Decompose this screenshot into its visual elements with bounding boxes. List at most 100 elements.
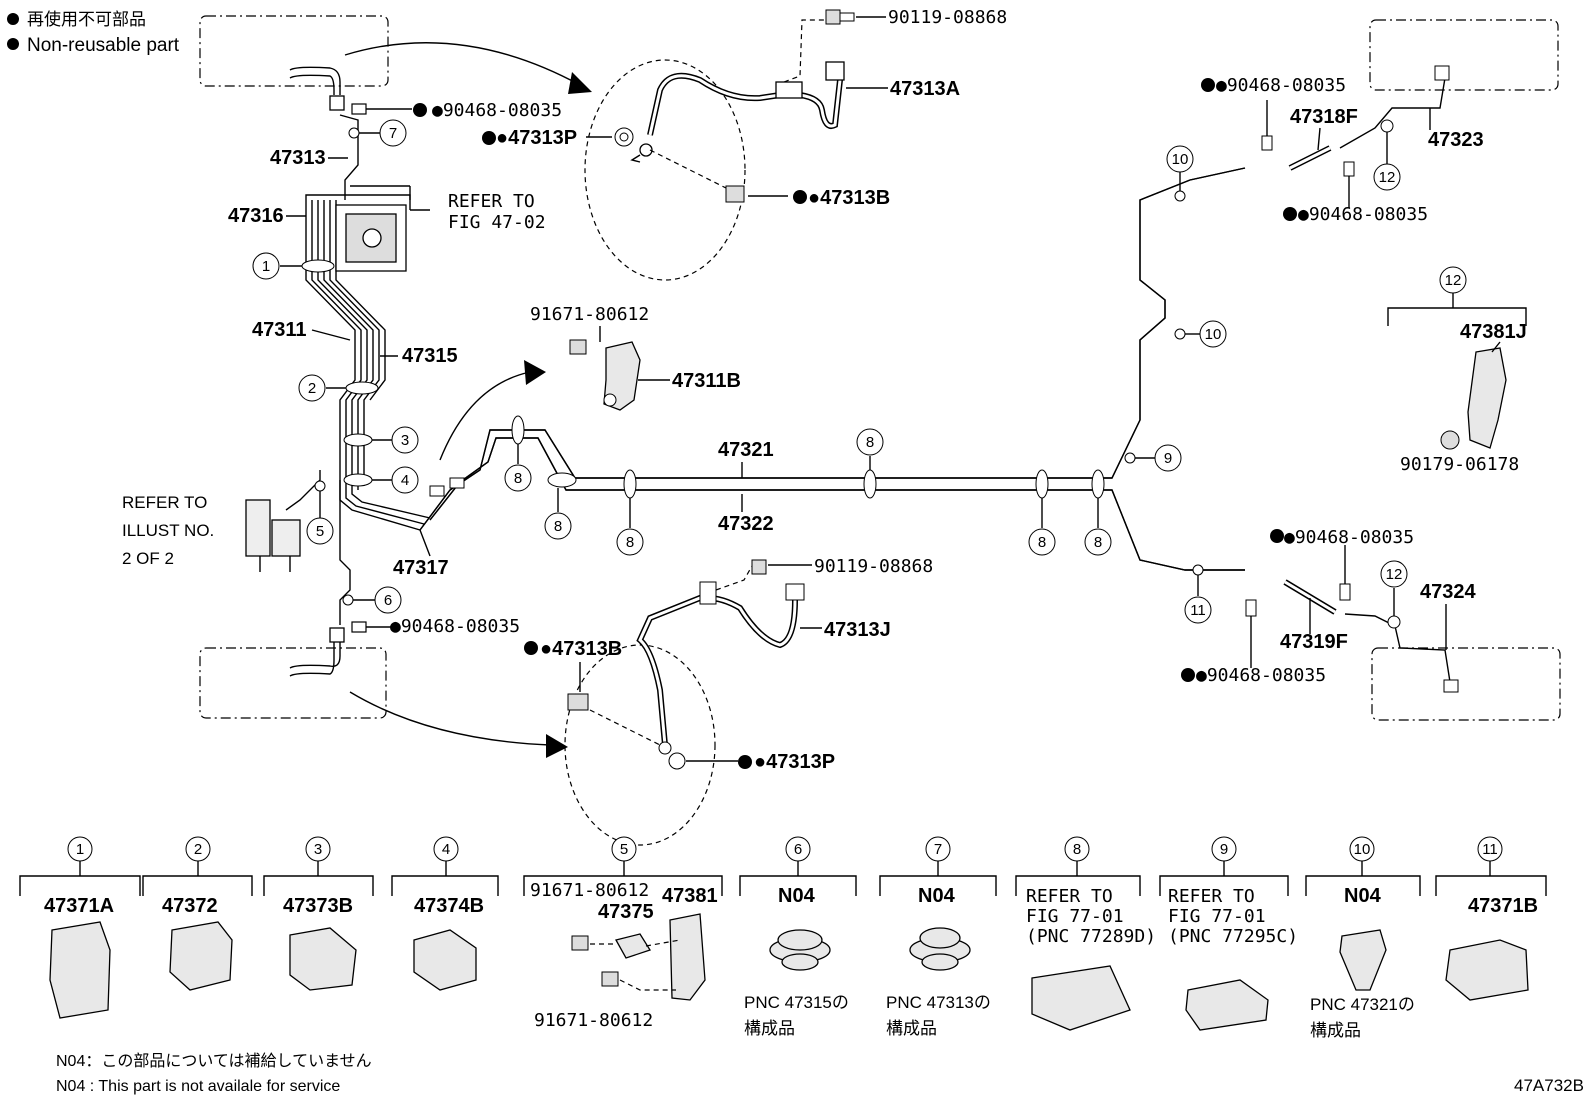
label-47381J: 47381J xyxy=(1460,321,1527,343)
detail-8-title1: REFER TO xyxy=(1026,886,1113,907)
svg-text:1: 1 xyxy=(262,258,270,275)
diagram-code: 47A732B xyxy=(1514,1076,1584,1095)
detail-7-caption1: PNC 47313の xyxy=(886,993,991,1012)
label-90119-bottom: 90119-08868 xyxy=(814,556,933,577)
label-90468-rt2: ●90468-08035 xyxy=(1298,204,1428,225)
detail-6-title: N04 xyxy=(778,885,816,907)
label-47321: 47321 xyxy=(718,439,774,461)
svg-text:12: 12 xyxy=(1379,169,1396,186)
bracket-47381J xyxy=(1440,347,1507,450)
label-47315: 47315 xyxy=(402,345,458,367)
label-47313A: 47313A xyxy=(890,78,960,100)
svg-text:12: 12 xyxy=(1445,272,1462,289)
detail-4-title: 47374B xyxy=(414,895,484,917)
label-90468-top-left: ●90468-08035 xyxy=(432,100,562,121)
detail-3: 3 47373B xyxy=(263,836,374,991)
rear-left-hose xyxy=(636,581,805,755)
svg-text:10: 10 xyxy=(1172,151,1189,168)
detail-10-caption2: 構成品 xyxy=(1310,1021,1361,1040)
detail-8-title2: FIG 77-01 xyxy=(1026,906,1124,927)
svg-text:4: 4 xyxy=(442,841,450,858)
label-47324: 47324 xyxy=(1420,581,1476,603)
svg-text:9: 9 xyxy=(1164,450,1172,467)
svg-text:6: 6 xyxy=(384,592,392,609)
detail-8-title3: (PNC 77289D) xyxy=(1026,926,1156,947)
detail-6-caption1: PNC 47315の xyxy=(744,993,849,1012)
detail-5-sub2: 47375 xyxy=(598,901,654,923)
legend-en: Non-reusable part xyxy=(27,35,180,56)
svg-text:8: 8 xyxy=(866,434,874,451)
label-47313B-top: ●47313B xyxy=(808,187,890,209)
abs-actuator xyxy=(335,185,430,272)
label-47322: 47322 xyxy=(718,513,774,535)
detail-11: 11 47371B xyxy=(1435,836,1547,1001)
svg-text:9: 9 xyxy=(1220,841,1228,858)
label-47323: 47323 xyxy=(1428,129,1484,151)
label-47311B: 47311B xyxy=(672,370,741,392)
label-47311: 47311 xyxy=(252,319,307,341)
svg-text:8: 8 xyxy=(1094,534,1102,551)
front-right-region-box xyxy=(1369,19,1559,91)
detail-6-caption2: 構成品 xyxy=(744,1019,795,1038)
refer-illust-line2: ILLUST NO. xyxy=(122,521,214,540)
svg-text:3: 3 xyxy=(314,841,322,858)
svg-text:6: 6 xyxy=(794,841,802,858)
master-cylinder xyxy=(245,470,321,572)
svg-text:8: 8 xyxy=(554,518,562,535)
detail-2: 2 47372 xyxy=(142,836,253,991)
bracket-47311B xyxy=(569,339,641,411)
bottom-row: 1 47371A 2 47372 3 47373B 4 xyxy=(19,836,1547,1040)
label-90119-top: 90119-08868 xyxy=(888,7,1007,28)
legend: 再使用不可部品 Non-reusable part xyxy=(7,9,180,56)
detail-5-title: 47381 xyxy=(662,885,718,907)
label-47316: 47316 xyxy=(228,205,284,227)
detail-4: 4 47374B xyxy=(391,836,499,991)
label-47318F: 47318F xyxy=(1290,106,1358,128)
svg-text:4: 4 xyxy=(401,472,409,489)
svg-text:8: 8 xyxy=(514,470,522,487)
detail-2-title: 47372 xyxy=(162,895,218,917)
label-47313J: 47313J xyxy=(824,619,891,641)
detail-9-title3: (PNC 77295C) xyxy=(1168,926,1298,947)
detail-10: 10 N04 PNC 47321の 構成品 xyxy=(1305,836,1421,1040)
detail-10-caption1: PNC 47321の xyxy=(1310,995,1415,1014)
detail-7: 7 N04 PNC 47313の 構成品 xyxy=(879,836,997,1038)
gasket-47313P-top xyxy=(614,127,634,147)
gasket-47313P-bottom xyxy=(668,752,686,770)
callouts-8: 8 8 8 8 8 8 xyxy=(504,415,1112,556)
label-90468-rt1: ●90468-08035 xyxy=(1216,75,1346,96)
svg-text:11: 11 xyxy=(1482,841,1498,858)
svg-text:2: 2 xyxy=(194,841,202,858)
bolt-90119-bottom xyxy=(751,559,767,575)
svg-text:7: 7 xyxy=(934,841,942,858)
callouts-right: 9 10 10 11 xyxy=(1124,145,1227,624)
svg-text:1: 1 xyxy=(76,841,84,858)
bolt-47313B-top xyxy=(725,185,745,203)
front-left-region-box xyxy=(199,15,389,87)
bolt-47313B-bottom xyxy=(567,693,589,711)
svg-text:10: 10 xyxy=(1205,326,1222,343)
detail-1-title: 47371A xyxy=(44,895,114,917)
label-47319F: 47319F xyxy=(1280,631,1348,653)
refer-abs-line2: FIG 47-02 xyxy=(448,212,546,233)
note-jp: N04：この部品については補給していません xyxy=(56,1052,372,1070)
detail-5: 5 91671-80612 47381 47375 91671-80612 xyxy=(523,836,723,1031)
svg-text:8: 8 xyxy=(1038,534,1046,551)
detail-7-title: N04 xyxy=(918,885,956,907)
rear-right-region-box xyxy=(1371,647,1561,721)
svg-text:8: 8 xyxy=(1073,841,1081,858)
detail-5-sub3: 91671-80612 xyxy=(534,1010,653,1031)
label-91671-mid: 91671-80612 xyxy=(530,304,649,325)
svg-text:10: 10 xyxy=(1354,841,1371,858)
refer-illust-line3: 2 OF 2 xyxy=(122,549,174,568)
detail-7-caption2: 構成品 xyxy=(886,1019,937,1038)
svg-text:8: 8 xyxy=(626,534,634,551)
label-47317: 47317 xyxy=(393,557,449,579)
detail-3-title: 47373B xyxy=(283,895,353,917)
svg-text:2: 2 xyxy=(308,380,316,397)
detail-10-title: N04 xyxy=(1344,885,1382,907)
label-47313B-bottom: ●47313B xyxy=(540,638,622,660)
legend-jp: 再使用不可部品 xyxy=(27,9,146,29)
label-47313P-top: ●47313P xyxy=(496,127,577,149)
